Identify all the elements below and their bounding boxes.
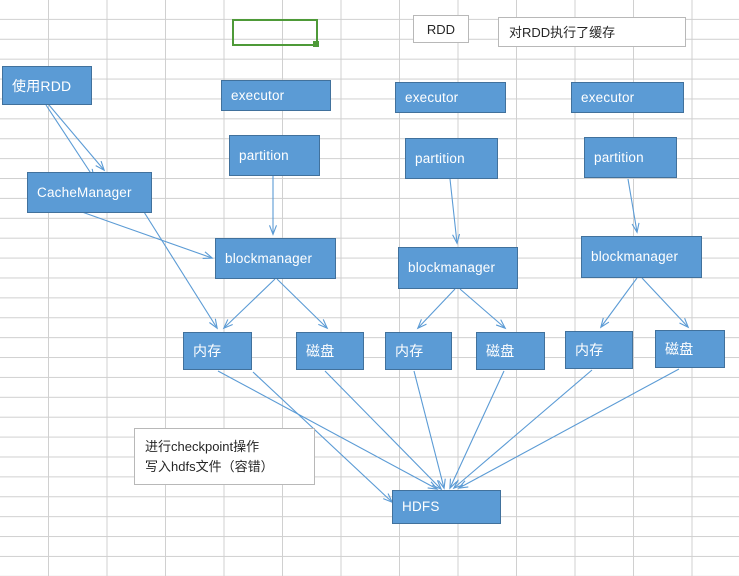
arrow-cachemanager-to-blockmanager1: [81, 211, 212, 258]
arrow-disk3-to-hdfs: [459, 368, 680, 488]
node-blockmanager-2[interactable]: blockmanager: [398, 247, 518, 289]
arrow-memory3-to-hdfs: [454, 369, 593, 488]
arrow-blockmanager3-to-disk3: [641, 277, 688, 327]
node-use-rdd[interactable]: 使用RDD: [2, 66, 92, 105]
arrow-memory2-to-hdfs: [413, 370, 444, 488]
node-cachemanager[interactable]: CacheManager: [27, 172, 152, 213]
node-partition-1[interactable]: partition: [229, 135, 320, 176]
node-memory-2[interactable]: 内存: [385, 332, 452, 370]
arrow-disk1-to-hdfs: [324, 370, 441, 489]
note-cache-annotation: 对RDD执行了缓存: [498, 17, 686, 47]
arrow-partition2-to-blockmanager2: [449, 178, 457, 243]
node-memory-3[interactable]: 内存: [565, 331, 633, 369]
arrow-userdd-to-cachemanager-a: [45, 104, 94, 178]
note-checkpoint-line1: 进行checkpoint操作: [145, 439, 260, 454]
arrow-userdd-to-cachemanager-b: [48, 104, 104, 170]
node-partition-3[interactable]: partition: [584, 137, 677, 178]
note-checkpoint-line2: 写入hdfs文件（容错）: [145, 459, 274, 474]
node-executor-3[interactable]: executor: [571, 82, 684, 113]
arrow-partition3-to-blockmanager3: [627, 178, 637, 232]
note-checkpoint: 进行checkpoint操作 写入hdfs文件（容错）: [134, 428, 315, 485]
node-memory-1[interactable]: 内存: [183, 332, 252, 370]
node-disk-3[interactable]: 磁盘: [655, 330, 725, 368]
arrow-disk2-to-hdfs: [450, 370, 505, 488]
arrow-blockmanager3-to-memory3: [601, 277, 638, 327]
node-disk-2[interactable]: 磁盘: [476, 332, 545, 370]
node-executor-1[interactable]: executor: [221, 80, 331, 111]
arrow-blockmanager1-to-disk1: [276, 278, 327, 328]
node-partition-2[interactable]: partition: [405, 138, 498, 179]
arrow-blockmanager1-to-memory1: [224, 278, 276, 328]
arrow-blockmanager2-to-memory2: [418, 288, 456, 328]
cell-selection-rectangle[interactable]: [232, 19, 318, 46]
node-blockmanager-1[interactable]: blockmanager: [215, 238, 336, 279]
arrow-blockmanager2-to-disk2: [459, 288, 505, 328]
node-blockmanager-3[interactable]: blockmanager: [581, 236, 702, 278]
cell-selection-fill-handle[interactable]: [313, 41, 319, 47]
node-disk-1[interactable]: 磁盘: [296, 332, 364, 370]
arrow-cachemanager-to-memory1: [143, 211, 217, 328]
note-rdd: RDD: [413, 15, 469, 43]
node-executor-2[interactable]: executor: [395, 82, 506, 113]
node-hdfs[interactable]: HDFS: [392, 490, 501, 524]
